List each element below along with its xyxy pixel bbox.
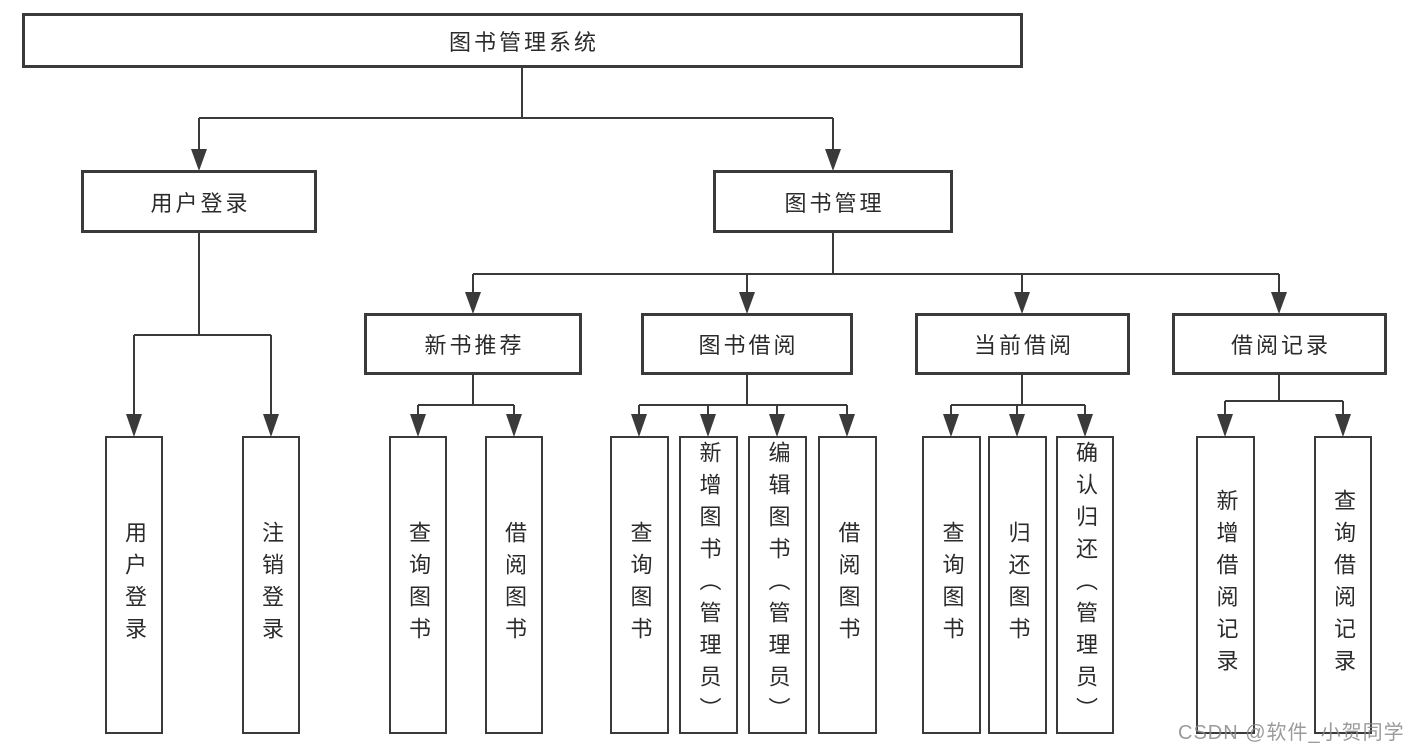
arrow-down-icon	[943, 414, 959, 437]
connector-root	[198, 68, 834, 150]
arrow-down-icon	[126, 414, 142, 437]
arrow-down-icon	[506, 414, 522, 437]
arrow-down-icon	[465, 292, 481, 314]
leaf-logout: 注销登录	[242, 436, 300, 734]
arrow-down-icon	[839, 414, 855, 437]
arrow-down-icon	[191, 149, 207, 171]
leaf-edit-books-admin: 编辑图书（管理员）	[748, 436, 807, 734]
node-borrow-records: 借阅记录	[1172, 313, 1387, 375]
arrow-down-icon	[1014, 292, 1030, 314]
leaf-query-books-borrow: 查询图书	[610, 436, 669, 734]
arrow-down-icon	[739, 292, 755, 314]
arrow-down-icon	[825, 149, 841, 171]
arrow-down-icon	[410, 414, 426, 437]
connector-book-mgmt	[472, 233, 1280, 293]
node-new-book-recommend: 新书推荐	[364, 313, 582, 375]
leaf-query-books-recommend: 查询图书	[389, 436, 447, 734]
node-root: 图书管理系统	[22, 13, 1023, 68]
node-current-borrow: 当前借阅	[915, 313, 1130, 375]
arrow-down-icon	[1335, 414, 1351, 437]
arrow-down-icon	[263, 414, 279, 437]
arrowheads	[126, 149, 1351, 437]
watermark: CSDN @软件_小贺同学	[1178, 722, 1405, 744]
node-book-borrow: 图书借阅	[641, 313, 853, 375]
arrow-down-icon	[1271, 292, 1287, 314]
connector-new-book	[417, 375, 515, 415]
node-book-mgmt: 图书管理	[713, 170, 953, 233]
leaf-query-books-current: 查询图书	[922, 436, 981, 734]
leaf-query-borrow-record: 查询借阅记录	[1314, 436, 1372, 734]
arrow-down-icon	[1077, 414, 1093, 437]
arrow-down-icon	[1009, 414, 1025, 437]
leaf-add-books-admin: 新增图书（管理员）	[679, 436, 738, 734]
arrow-down-icon	[769, 414, 785, 437]
arrow-down-icon	[631, 414, 647, 437]
leaf-borrow-books-recommend: 借阅图书	[485, 436, 543, 734]
leaf-user-login: 用户登录	[105, 436, 163, 734]
arrow-down-icon	[700, 414, 716, 437]
leaf-return-books: 归还图书	[988, 436, 1047, 734]
connector-current-borrow	[950, 375, 1086, 415]
connector-borrow-records	[1224, 375, 1344, 415]
leaf-borrow-books: 借阅图书	[818, 436, 877, 734]
arrow-down-icon	[1217, 414, 1233, 437]
leaf-add-borrow-record: 新增借阅记录	[1196, 436, 1255, 734]
connector-user-login	[133, 233, 272, 415]
leaf-confirm-return-admin: 确认归还（管理员）	[1056, 436, 1114, 734]
connector-book-borrow	[638, 375, 848, 415]
node-user-login: 用户登录	[81, 170, 317, 233]
